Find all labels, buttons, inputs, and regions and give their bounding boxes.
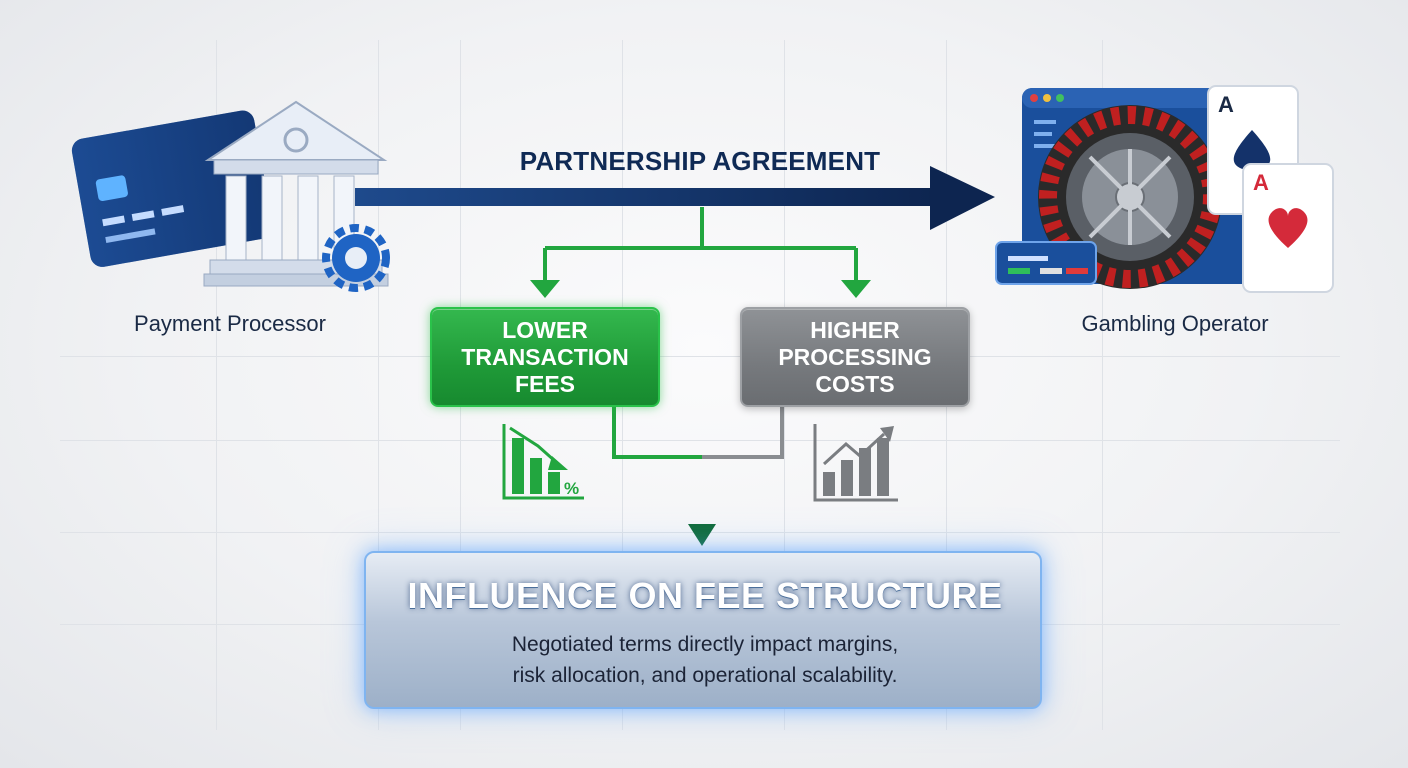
card-ace-hearts-letter: A — [1253, 170, 1269, 195]
payment-processor-label: Payment Processor — [134, 311, 326, 336]
card-ace-spades-letter: A — [1218, 92, 1234, 117]
declining-bar-chart-icon: % — [502, 424, 584, 500]
lower-transaction-fees-box: LOWER TRANSACTION FEES — [430, 307, 660, 407]
higher-processing-costs-text: HIGHER PROCESSING COSTS — [778, 316, 932, 397]
grid-line — [1102, 40, 1103, 730]
partnership-arrow — [355, 166, 995, 230]
percent-sign: % — [564, 479, 579, 498]
partnership-agreement-label: PARTNERSHIP AGREEMENT — [519, 146, 881, 176]
rising-bar-chart-icon — [813, 424, 898, 502]
green-arrowhead-right — [841, 280, 871, 298]
higher-costs-connector — [702, 407, 784, 459]
grid-line — [378, 40, 379, 730]
influence-panel: INFLUENCE ON FEE STRUCTURE Negotiated te… — [364, 551, 1042, 709]
gambling-operator-label: Gambling Operator — [1081, 311, 1269, 336]
lower-fees-connector — [612, 407, 702, 459]
higher-processing-costs-box: HIGHER PROCESSING COSTS — [740, 307, 970, 407]
influence-title: INFLUENCE ON FEE STRUCTURE — [407, 575, 1003, 616]
roulette-playing-cards-icon: A A — [995, 85, 1334, 293]
lower-transaction-fees-text: LOWER TRANSACTION FEES — [461, 316, 629, 397]
influence-description: Negotiated terms directly impact margins… — [511, 633, 899, 687]
green-arrowhead-left — [530, 280, 560, 298]
influence-arrowhead — [688, 524, 716, 546]
grid-line — [216, 40, 217, 730]
credit-card-bank-gear-icon — [71, 100, 390, 292]
